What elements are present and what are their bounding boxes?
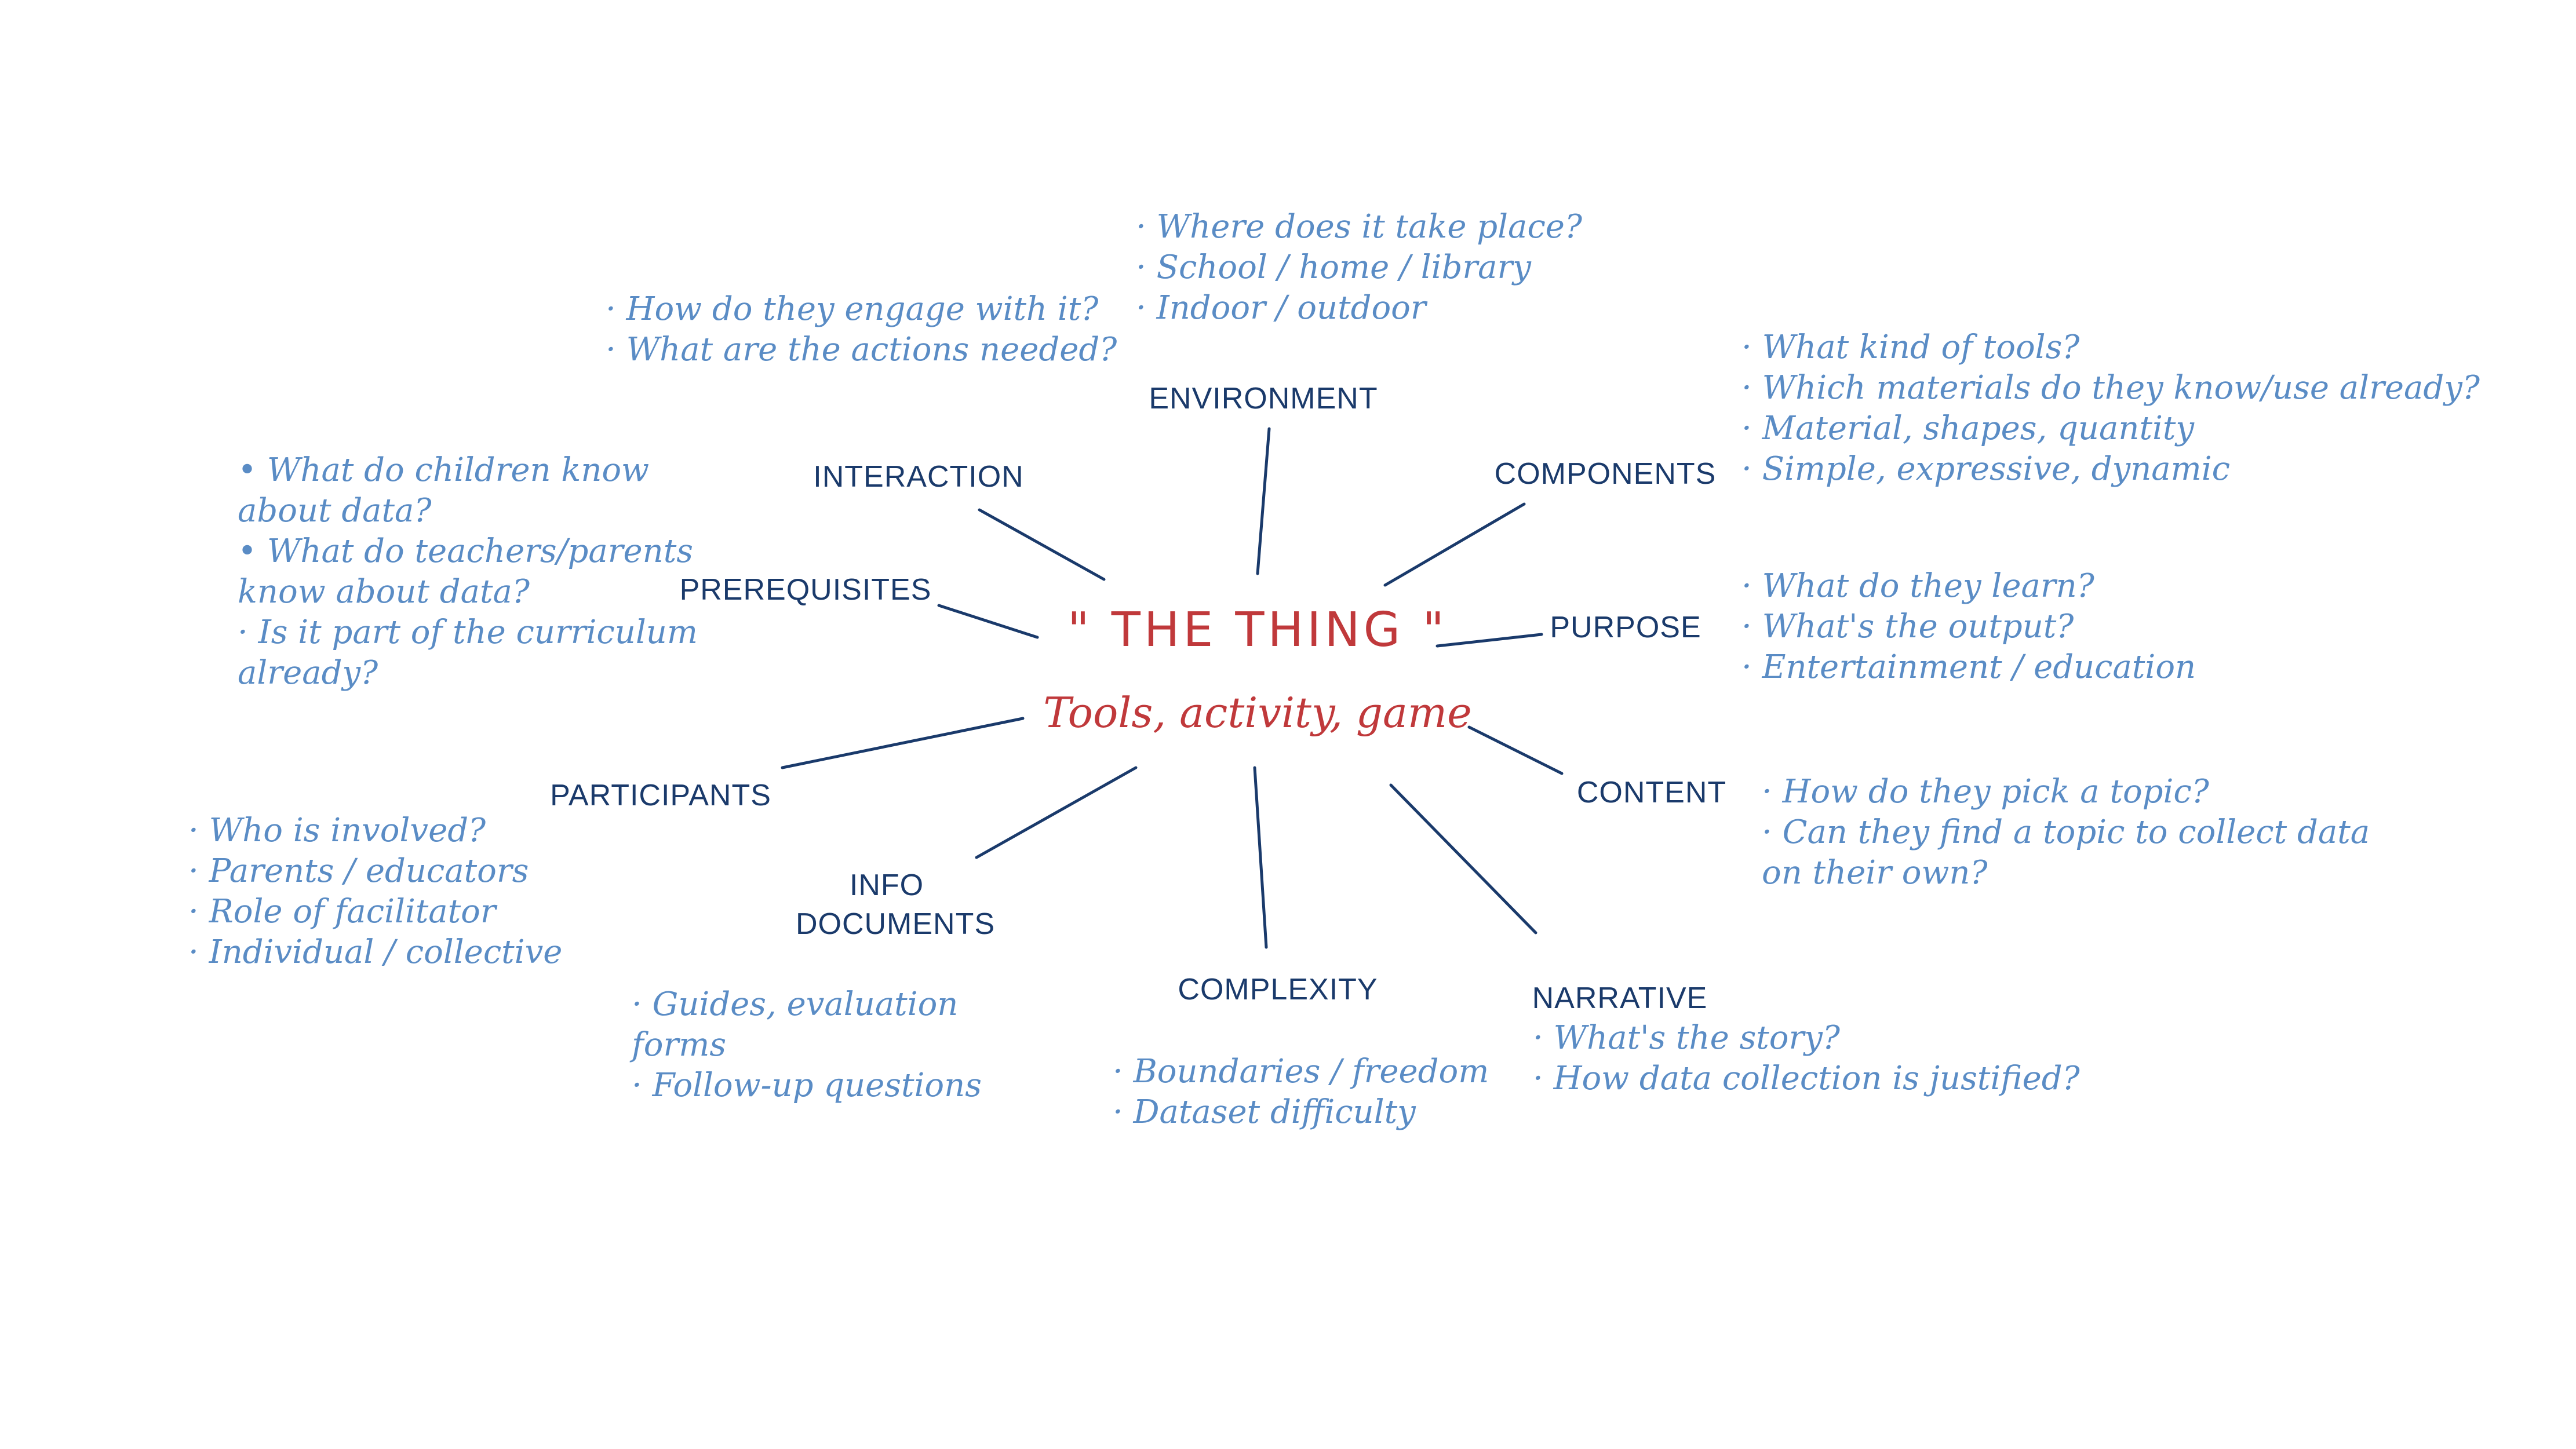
notes-components: · What kind of tools? · Which materials … [1741, 329, 2480, 488]
notes-info-documents: · Guides, evaluation forms · Follow-up q… [629, 986, 982, 1104]
note-environment-1: · Where does it take place? [1136, 208, 1583, 246]
note-purpose-3: · Entertainment / education [1741, 648, 2196, 686]
note-prerequisites-1: • What do children know [238, 451, 649, 489]
category-narrative: NARRATIVE [1532, 981, 1708, 1015]
connector-participants [781, 717, 1025, 769]
connector-environment [1256, 427, 1271, 575]
connector-complexity [1253, 766, 1268, 949]
note-prerequisites-3: • What do teachers/parents [238, 532, 693, 570]
note-prerequisites-4: know about data? [238, 573, 530, 611]
connector-content [1467, 725, 1564, 775]
note-prerequisites-2: about data? [238, 492, 432, 530]
note-complexity-1: · Boundaries / freedom [1113, 1053, 1489, 1090]
connector-components [1383, 502, 1526, 587]
note-environment-2: · School / home / library [1136, 249, 1532, 286]
note-environment-3: · Indoor / outdoor [1136, 289, 1428, 327]
connector-info-documents [975, 766, 1138, 859]
note-interaction-1: · How do they engage with it? [606, 290, 1099, 328]
connector-interaction [978, 508, 1106, 581]
note-purpose-1: · What do they learn? [1741, 567, 2095, 605]
note-prerequisites-6: already? [238, 654, 378, 692]
note-participants-4: · Individual / collective [188, 933, 562, 971]
note-content-2: · Can they find a topic to collect data [1762, 813, 2370, 851]
notes-prerequisites: • What do children know about data? • Wh… [238, 451, 698, 692]
category-labels: ENVIRONMENT INTERACTION COMPONENTS PRERE… [550, 382, 1726, 1015]
notes-content: · How do they pick a topic? · Can they f… [1762, 773, 2370, 892]
category-prerequisites: PREREQUISITES [680, 573, 932, 607]
notes-purpose: · What do they learn? · What's the outpu… [1741, 567, 2196, 686]
note-purpose-2: · What's the output? [1741, 608, 2074, 645]
connectors [781, 427, 1564, 949]
category-info-line-1: INFO [850, 868, 924, 902]
note-info-documents-1: · Guides, evaluation [632, 986, 958, 1023]
note-participants-2: · Parents / educators [188, 852, 529, 890]
center-node: " THE THING " Tools, activity, game [1043, 603, 1472, 737]
category-purpose: PURPOSE [1550, 611, 1701, 644]
note-info-documents-3: · Follow-up questions [632, 1067, 982, 1104]
note-components-1: · What kind of tools? [1741, 329, 2080, 366]
notes-environment: · Where does it take place? · School / h… [1136, 208, 1583, 327]
category-content: CONTENT [1577, 776, 1726, 809]
note-components-2: · Which materials do they know/use alrea… [1741, 369, 2480, 407]
note-prerequisites-5: · Is it part of the curriculum [238, 614, 698, 651]
category-environment: ENVIRONMENT [1149, 382, 1378, 415]
note-components-4: · Simple, expressive, dynamic [1741, 450, 2230, 488]
notes-participants: · Who is involved? · Parents / educators… [188, 812, 562, 971]
center-title: " THE THING " [1067, 603, 1448, 658]
category-info-line-2: DOCUMENTS [796, 907, 995, 941]
category-complexity: COMPLEXITY [1178, 973, 1378, 1006]
note-info-documents-2: forms [629, 1026, 726, 1064]
notes-complexity: · Boundaries / freedom · Dataset difficu… [1113, 1053, 1489, 1131]
category-components: COMPONENTS [1495, 457, 1717, 491]
center-subtitle: Tools, activity, game [1043, 688, 1472, 737]
note-interaction-2: · What are the actions needed? [606, 331, 1117, 368]
note-complexity-2: · Dataset difficulty [1113, 1093, 1416, 1131]
note-participants-3: · Role of facilitator [188, 893, 498, 930]
category-participants: PARTICIPANTS [550, 779, 771, 812]
note-components-3: · Material, shapes, quantity [1741, 410, 2195, 447]
note-participants-1: · Who is involved? [188, 812, 486, 849]
notes-interaction: · How do they engage with it? · What are… [606, 290, 1117, 368]
connector-narrative [1389, 783, 1537, 935]
note-narrative-1: · What's the story? [1533, 1019, 1841, 1057]
note-narrative-2: · How data collection is justified? [1533, 1060, 2081, 1097]
note-content-3: on their own? [1762, 854, 1988, 892]
note-content-1: · How do they pick a topic? [1762, 773, 2210, 811]
notes-narrative: · What's the story? · How data collectio… [1533, 1019, 2081, 1097]
connector-prerequisites [937, 604, 1039, 639]
connector-purpose [1435, 633, 1543, 648]
category-interaction: INTERACTION [813, 460, 1023, 494]
